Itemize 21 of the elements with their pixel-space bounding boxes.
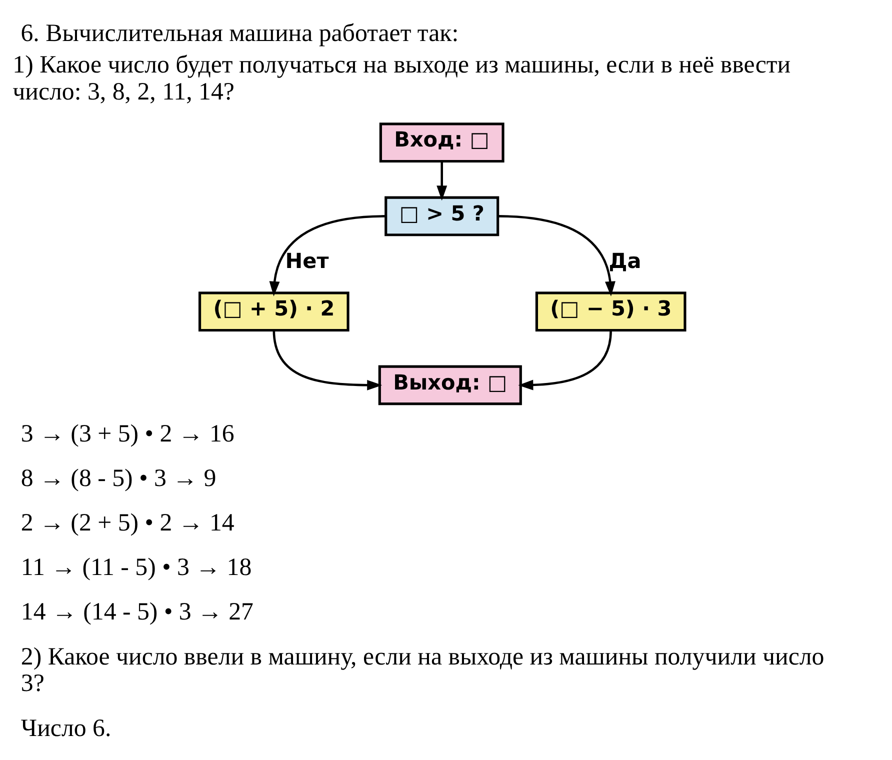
label: Число 6.	[20, 714, 112, 742]
label: 11 → (11 - 5) • 3 → 18	[20, 554, 252, 582]
arrow	[269, 215, 385, 296]
edge-label: Да	[608, 249, 642, 274]
label: 2 → (2 + 5) • 2 → 14	[20, 510, 234, 537]
node-box: Выход: □	[378, 365, 522, 406]
arrow	[436, 161, 448, 201]
arrow	[272, 330, 382, 390]
label: 2) Какое число ввели в машину, если на выходе из машины получили число 3?	[20, 643, 824, 698]
label: 3 → (3 + 5) • 2 → 16	[20, 420, 234, 448]
arrow	[518, 330, 612, 390]
node-box: Вход: □	[379, 122, 504, 163]
diagram-title: 6. Вычислительная машина работает так:	[20, 20, 459, 48]
label: 8 → (8 - 5) • 3 → 9	[20, 464, 216, 492]
edge-label: Нет	[285, 249, 329, 274]
node-box: (□ − 5) · 3	[535, 292, 686, 332]
label: 1) Какое число будет получаться на выходе из машины, если в неё ввести число: 3, 8, 2, 11, 14?	[12, 51, 791, 106]
arrow	[498, 215, 616, 296]
node-box: □ > 5 ?	[384, 196, 500, 236]
node-box: (□ + 5) · 2	[198, 292, 350, 332]
label: 14 → (14 - 5) • 3 → 27	[20, 598, 254, 626]
